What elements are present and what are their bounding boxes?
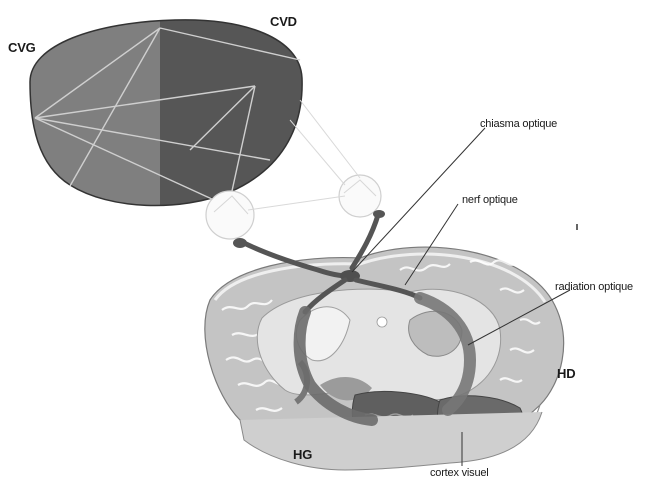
label-cvd: CVD xyxy=(270,14,297,29)
label-hg: HG xyxy=(293,447,312,462)
label-cvg: CVG xyxy=(8,40,36,55)
left-eye xyxy=(206,191,254,239)
brain-section xyxy=(205,247,564,470)
label-nerf-optique: nerf optique xyxy=(462,194,518,206)
right-eye xyxy=(339,175,381,217)
label-hd: HD xyxy=(557,366,575,381)
label-chiasma-optique: chiasma optique xyxy=(480,118,557,130)
left-eye-nerve-stub xyxy=(233,238,247,248)
right-eye-nerve-stub xyxy=(373,210,385,218)
label-radiation-optique: radiation optique xyxy=(555,281,633,293)
label-cortex-visuel: cortex visuel xyxy=(430,467,489,479)
